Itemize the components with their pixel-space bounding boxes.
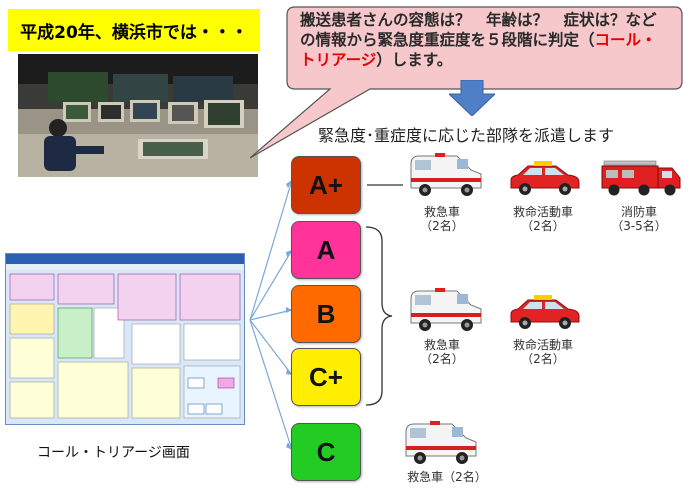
connector-lines (249, 179, 293, 451)
level-c: C (291, 423, 361, 481)
bubble-text-before: 搬送患者さんの容態は？ 年齢は？ 症状は？などの情報から緊急度重症度を５段階に判… (300, 11, 657, 49)
unit-name: 救命活動車 (512, 338, 573, 352)
command-car-icon (510, 295, 580, 329)
call-triage-screen-thumbnail (5, 253, 245, 425)
unit-caption: 救命活動車 （2名） (503, 205, 583, 233)
unit-name: 救命活動車 (512, 205, 573, 219)
dispatch-heading: 緊急度･重症度に応じた部隊を派遣します (318, 126, 615, 145)
unit-crew: （2名） (420, 352, 464, 366)
unit-name: 救急車 (423, 338, 460, 352)
unit-crew: （2名） (521, 352, 565, 366)
unit-name: 救急車（2名） (407, 470, 487, 484)
bubble-highlight: コール・トリアージ (300, 31, 657, 69)
unit-crew: （2名） (420, 219, 464, 233)
unit-crew: （3-5名） (611, 219, 667, 233)
group-bracket (365, 226, 393, 406)
down-arrow-icon (449, 80, 495, 116)
bubble-text-after: ）します。 (376, 51, 453, 69)
screen-caption: コール・トリアージ画面 (37, 445, 190, 461)
aplus-connector (367, 184, 403, 186)
headline: 平成20年、横浜市では・・・ (8, 9, 260, 51)
unit-caption: 救急車 （2名） (408, 205, 476, 233)
level-aplus: A+ (291, 156, 361, 214)
unit-caption: 救急車（2名） (402, 470, 492, 484)
unit-caption: 救急車 （2名） (408, 338, 476, 366)
unit-name: 救急車 (423, 205, 460, 219)
ambulance-icon (410, 153, 482, 196)
level-b: B (291, 285, 361, 343)
fire-truck-icon (601, 160, 681, 196)
ambulance-icon (405, 421, 477, 464)
level-cplus: C+ (291, 348, 361, 406)
ambulance-icon (410, 288, 482, 331)
command-car-icon (510, 161, 580, 195)
level-a: A (291, 221, 361, 279)
unit-caption: 消防車 （3-5名） (604, 205, 674, 233)
dispatch-center-photo (18, 54, 258, 177)
unit-name: 消防車 (620, 205, 657, 219)
bubble-text: 搬送患者さんの容態は？ 年齢は？ 症状は？などの情報から緊急度重症度を５段階に判… (300, 10, 670, 70)
unit-crew: （2名） (521, 219, 565, 233)
unit-caption: 救命活動車 （2名） (503, 338, 583, 366)
